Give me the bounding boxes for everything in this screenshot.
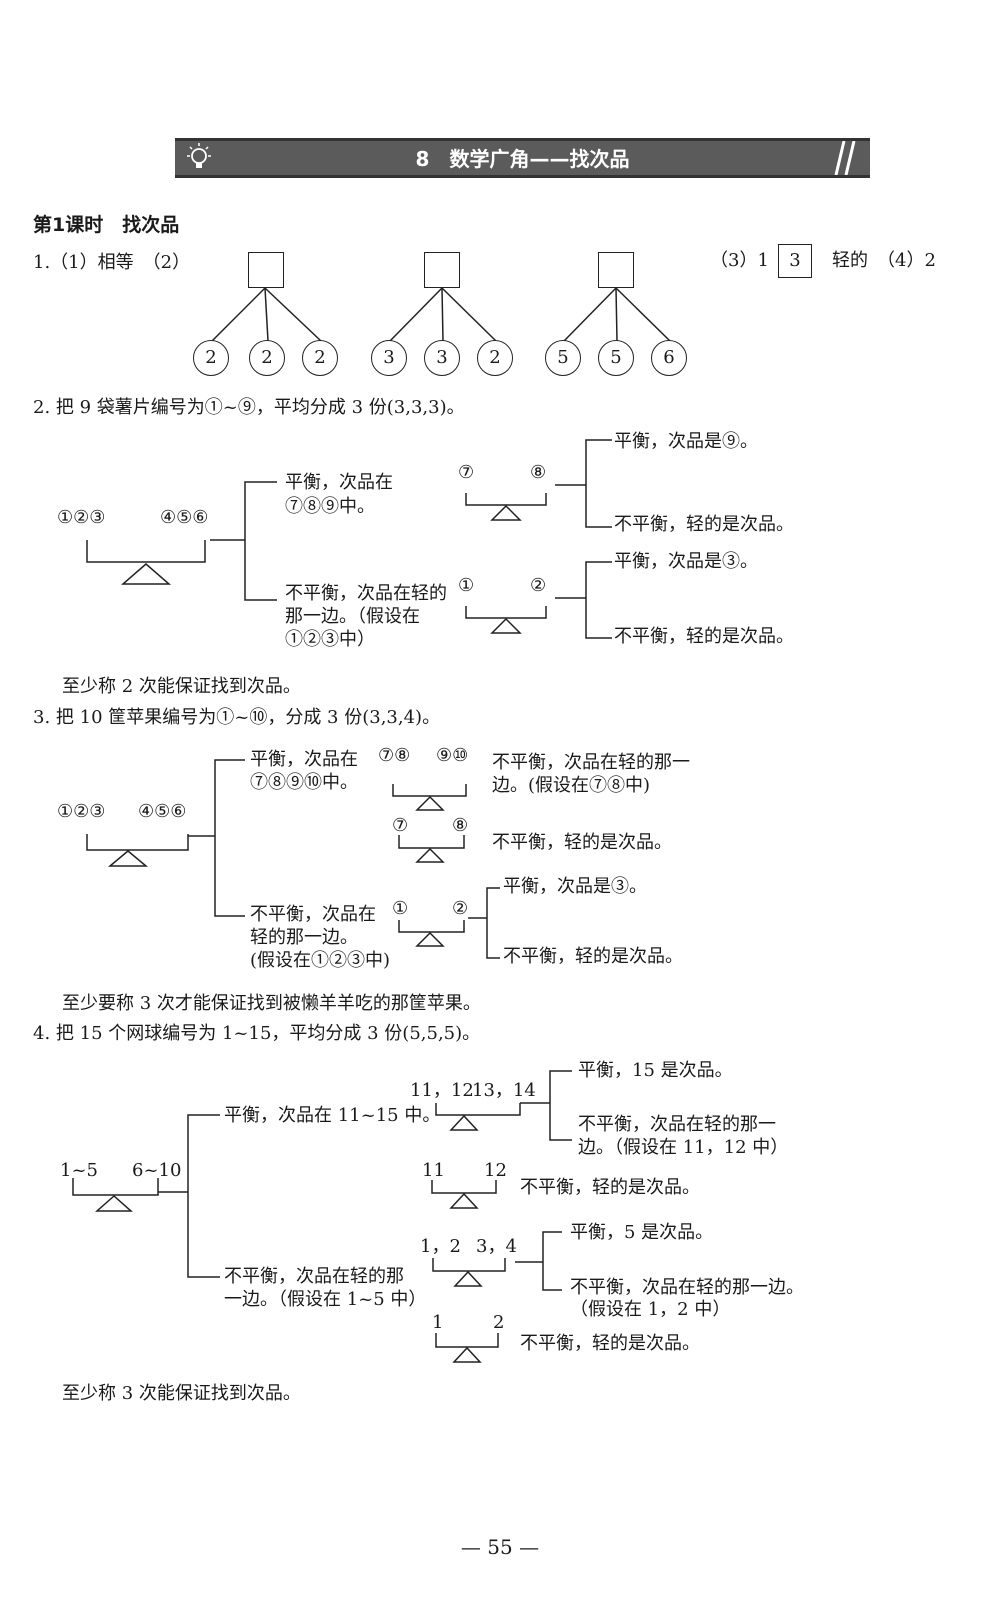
q2-left-a: ①②③ [57,507,106,528]
q3-unbalance-text: 轻的那一边。 [250,927,358,948]
q4-s1-r3: 边。（假设在 11，12 中） [578,1137,789,1158]
q4-s4-a: 1 [432,1312,444,1333]
q2-s1-a: ⑦ [458,462,475,483]
q4-s1-r1: 平衡，15 是次品。 [578,1060,733,1081]
q1-circle: 2 [249,340,285,376]
q4-s2-b: 12 [484,1160,507,1181]
q4-s3-a: 1，2 [420,1236,461,1257]
q3-unbalance-text: (假设在①②③中) [250,950,391,971]
q3-s3-b: ② [452,898,469,919]
q4-s1-a: 11，12 [410,1080,474,1101]
q4-s1-r2: 不平衡，次品在轻的那一 [578,1114,776,1135]
q4-s4-b: 2 [493,1312,505,1333]
q1-tail-a: （3）1 [710,250,769,271]
q4-s2-a: 11 [422,1160,445,1181]
q4-left-a: 1~5 [60,1160,98,1181]
q4-left-b: 6~10 [132,1160,182,1181]
q4-s3-b: 3，4 [476,1236,517,1257]
q2-intro: 2. 把 9 袋薯片编号为①~⑨，平均分成 3 份(3,3,3)。 [33,397,465,418]
q2-balance-text: 平衡，次品在 [285,472,393,493]
q4-conclusion: 至少称 3 次能保证找到次品。 [62,1383,301,1404]
q4-s3-r3: （假设在 1，2 中） [570,1299,731,1320]
q1-lead: 1.（1）相等 （2） [33,252,191,273]
q3-left-b: ④⑤⑥ [138,801,187,822]
q3-unbalance-text: 不平衡，次品在 [250,904,376,925]
q1-circle: 3 [371,340,407,376]
q4-s1-b: 13，14 [472,1080,536,1101]
q1-circle: 5 [545,340,581,376]
q3-s1-r2: 边。(假设在⑦⑧中) [492,775,651,796]
q4-unbalance-text: 一边。（假设在 1~5 中） [224,1289,427,1310]
q1-circle: 3 [424,340,460,376]
q3-s2-r: 不平衡，轻的是次品。 [492,832,672,853]
q4-s3-r1: 平衡，5 是次品。 [570,1222,714,1243]
lightbulb-icon [187,143,211,168]
stripes-decoration [834,141,856,175]
q3-s2-b: ⑧ [452,815,469,836]
q1-tree-root-2 [424,252,460,288]
q3-conclusion: 至少要称 3 次才能保证找到被懒羊羊吃的那筐苹果。 [62,993,481,1014]
q4-balance-text: 平衡，次品在 11~15 中。 [224,1105,441,1126]
q3-intro: 3. 把 10 筐苹果编号为①~⑩，分成 3 份(3,3,4)。 [33,707,441,728]
q1-answer-box: 3 [778,244,812,278]
q1-circle: 2 [302,340,338,376]
chapter-title: 8 数学广角——找次品 [415,147,630,171]
q3-s1-b: ⑨⑩ [436,745,469,766]
q1-circle: 2 [477,340,513,376]
q2-unbalance-text: 那一边。（假设在 [285,606,420,627]
q2-left-b: ④⑤⑥ [160,507,209,528]
q3-s1-a: ⑦⑧ [378,745,411,766]
q3-s3-r2: 不平衡，轻的是次品。 [503,946,683,967]
q2-conclusion: 至少称 2 次能保证找到次品。 [62,676,301,697]
q1-circle: 6 [651,340,687,376]
q2-s2-a: ① [458,575,475,596]
q2-unbalance-text: ①②③中） [285,629,375,650]
q3-s2-a: ⑦ [392,815,409,836]
q1-circle: 5 [598,340,634,376]
q2-s2-b: ② [530,575,547,596]
q4-s2-r: 不平衡，轻的是次品。 [520,1177,700,1198]
q4-s3-r2: 不平衡，次品在轻的那一边。 [570,1277,804,1298]
q3-s3-r1: 平衡，次品是③。 [503,876,647,897]
q3-left-a: ①②③ [57,801,106,822]
q1-tree-root-3 [598,252,634,288]
lesson-title: 第1课时 找次品 [33,214,180,236]
q1-circle: 2 [193,340,229,376]
q4-s4-r: 不平衡，轻的是次品。 [520,1333,700,1354]
q2-s2-r1: 平衡，次品是③。 [614,551,758,572]
q2-s2-r2: 不平衡，轻的是次品。 [614,626,794,647]
q4-intro: 4. 把 15 个网球编号为 1~15，平均分成 3 份(5,5,5)。 [33,1023,481,1044]
q2-unbalance-text: 不平衡，次品在轻的 [285,583,447,604]
q2-s1-b: ⑧ [530,462,547,483]
q2-s1-r2: 不平衡，轻的是次品。 [614,514,794,535]
q4-unbalance-text: 不平衡，次品在轻的那 [224,1266,404,1287]
q1-tree-root-1 [248,252,284,288]
q3-balance-text: ⑦⑧⑨⑩中。 [250,772,358,793]
q3-s1-r1: 不平衡，次品在轻的那一 [492,752,690,773]
q1-tail-b: 轻的 （4）2 [832,250,936,271]
q2-s1-r1: 平衡，次品是⑨。 [614,431,758,452]
chapter-banner: 8 数学广角——找次品 [175,138,870,178]
page-number: — 55 — [460,1535,540,1559]
q3-balance-text: 平衡，次品在 [250,749,358,770]
q2-balance-text: ⑦⑧⑨中。 [285,496,375,517]
q3-s3-a: ① [392,898,409,919]
